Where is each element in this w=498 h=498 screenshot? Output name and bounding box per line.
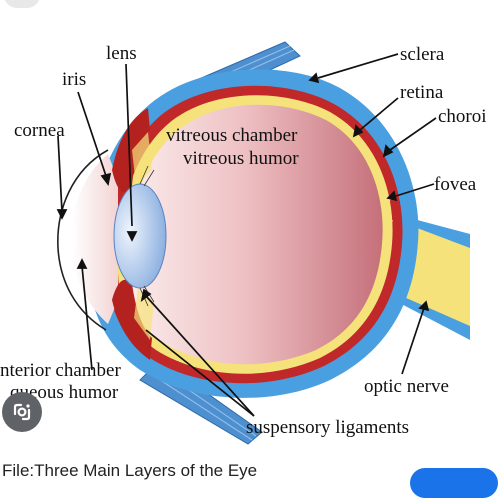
label-anterior-chamber: nterior chamber bbox=[0, 360, 121, 381]
arrowhead-optic-nerve bbox=[418, 300, 430, 312]
pointer-choroid bbox=[389, 117, 437, 151]
pointer-optic-nerve bbox=[401, 307, 425, 375]
ciliary-body-upper bbox=[132, 132, 152, 186]
vitreous-chamber bbox=[128, 104, 383, 365]
label-vitreous-humor: vitreous humor bbox=[183, 148, 299, 169]
anterior-chamber bbox=[71, 154, 118, 324]
google-lens-icon bbox=[13, 403, 31, 421]
iris-lower bbox=[112, 279, 152, 360]
arrowhead-fovea bbox=[386, 190, 398, 202]
label-iris: iris bbox=[62, 69, 86, 90]
label-lens: lens bbox=[106, 43, 137, 64]
label-vitreous-chamber: vitreous chamber bbox=[166, 125, 298, 146]
label-aqueous-humor: queous humor bbox=[10, 382, 119, 403]
pointer-cornea bbox=[57, 135, 63, 213]
iris-upper bbox=[112, 108, 150, 193]
label-fovea: fovea bbox=[434, 174, 477, 195]
eye-diagram: lens iris cornea sclera retina choroi fo… bbox=[0, 41, 487, 445]
google-lens-button[interactable] bbox=[2, 392, 42, 432]
pointer-sclera bbox=[317, 53, 399, 79]
top-chip bbox=[4, 0, 40, 8]
label-optic-nerve: optic nerve bbox=[364, 376, 449, 397]
arrowhead-suspensory-1 bbox=[140, 288, 152, 303]
arrowhead-sclera bbox=[308, 72, 320, 84]
lens-shape bbox=[113, 183, 167, 289]
label-sclera: sclera bbox=[400, 44, 445, 65]
arrowhead-lens bbox=[126, 231, 138, 242]
pointer-fovea bbox=[395, 183, 435, 197]
pointer-lens bbox=[125, 63, 133, 227]
suspensory-fibres bbox=[139, 165, 155, 307]
arrowhead-cornea bbox=[56, 209, 68, 220]
label-cornea: cornea bbox=[14, 120, 65, 141]
ciliary-body-lower bbox=[134, 288, 154, 340]
image-caption: File:Three Main Layers of the Eye bbox=[0, 458, 498, 480]
pointer-iris bbox=[77, 91, 107, 177]
pointer-retina bbox=[359, 97, 399, 131]
pointer-lines bbox=[56, 53, 437, 417]
pointer-suspensory-2 bbox=[145, 329, 255, 417]
visit-button[interactable] bbox=[410, 468, 498, 498]
pointer-suspensory-1 bbox=[145, 295, 255, 417]
arrowhead-iris bbox=[100, 172, 112, 187]
label-choroid: choroi bbox=[438, 106, 487, 127]
arrowhead-choroid bbox=[382, 144, 394, 158]
pointer-anterior-chamber bbox=[81, 265, 93, 371]
label-retina: retina bbox=[400, 82, 444, 103]
arrowhead-retina bbox=[352, 124, 364, 138]
cornea bbox=[57, 149, 109, 331]
arrowhead-anterior-chamber bbox=[76, 258, 88, 269]
label-suspensory-ligaments: suspensory ligaments bbox=[246, 417, 409, 438]
caption-text: File:Three Main Layers of the Eye bbox=[2, 461, 258, 480]
